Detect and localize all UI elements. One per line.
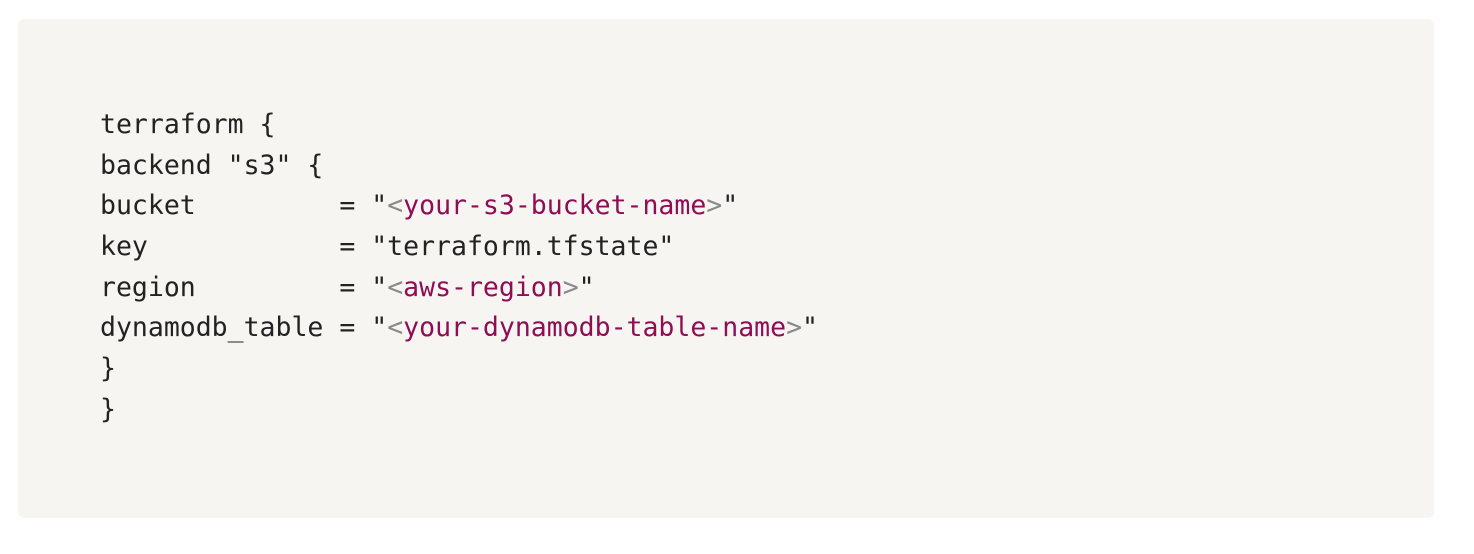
placeholder-text: your-s3-bucket-name: [403, 190, 707, 222]
code-token: region = ": [100, 271, 388, 303]
angle-bracket: <: [387, 271, 404, 303]
code-line: }: [100, 349, 1434, 390]
angle-bracket: <: [387, 190, 404, 222]
code-token: backend "s3" {: [100, 149, 324, 181]
code-token: terraform {: [100, 109, 276, 140]
angle-bracket: >: [786, 312, 803, 344]
code-token: key = "terraform.tfstate": [100, 231, 675, 263]
code-token: ": [802, 312, 818, 344]
angle-bracket: >: [706, 190, 723, 222]
code-line: terraform {: [100, 105, 1434, 146]
placeholder-text: aws-region: [403, 271, 563, 303]
code-token: dynamodb_table = ": [100, 312, 388, 344]
angle-bracket: >: [562, 271, 579, 303]
code-token: }: [100, 393, 116, 425]
code-line: key = "terraform.tfstate": [100, 227, 1434, 268]
angle-bracket: <: [387, 312, 404, 344]
placeholder-text: your-dynamodb-table-name: [403, 312, 787, 344]
code-token: ": [578, 271, 595, 303]
code-block: terraform {backend "s3" {bucket = "<your…: [18, 19, 1434, 518]
code-token: }: [100, 353, 116, 385]
code-content[interactable]: terraform {backend "s3" {bucket = "<your…: [100, 105, 1434, 431]
code-token: bucket = ": [100, 190, 388, 222]
code-line: region = "<aws-region>": [100, 268, 1434, 309]
code-token: ": [722, 190, 739, 222]
code-line: backend "s3" {: [100, 146, 1434, 187]
code-line: bucket = "<your-s3-bucket-name>": [100, 186, 1434, 227]
code-line: }: [100, 390, 1434, 431]
code-line: dynamodb_table = "<your-dynamodb-table-n…: [100, 308, 1434, 349]
